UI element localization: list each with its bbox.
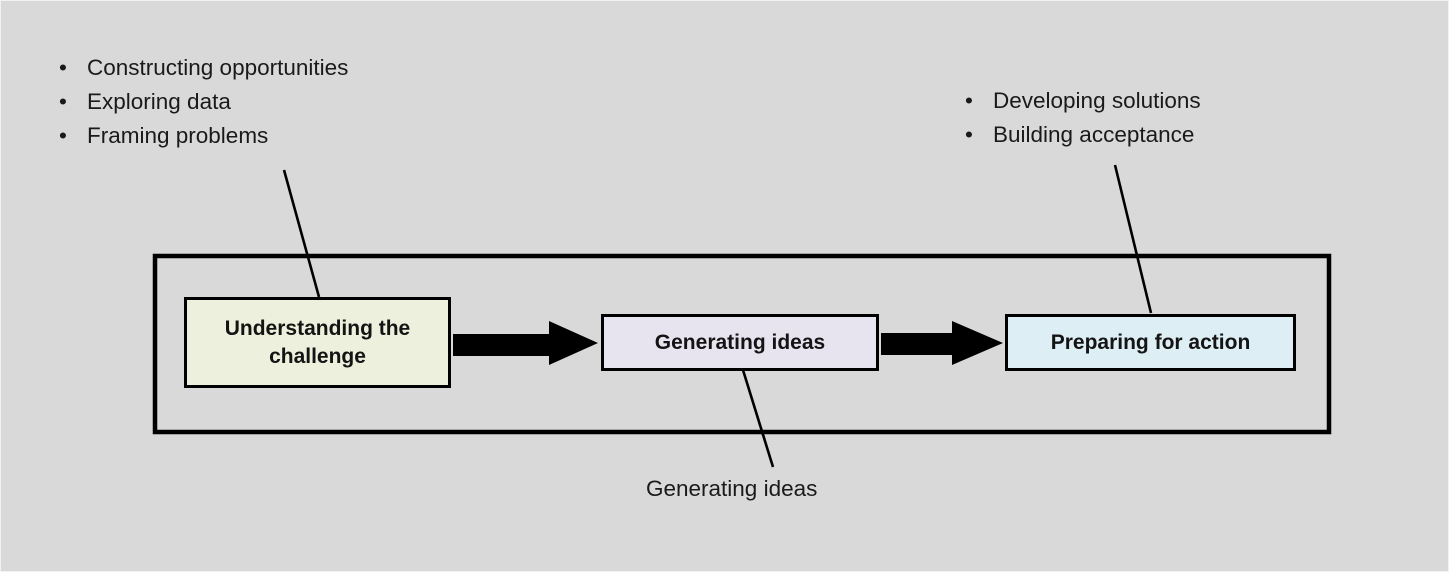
process-box-generating[interactable]: Generating ideas <box>601 314 879 371</box>
process-box-understanding[interactable]: Understanding the challenge <box>184 297 451 388</box>
leader-line-right <box>1113 164 1153 314</box>
arrow-generating-to-preparing <box>881 321 1003 365</box>
list-item-label: Framing problems <box>87 123 269 148</box>
bullet-icon: • <box>59 89 67 114</box>
callout-list-right: • Developing solutions • Building accept… <box>949 84 1201 152</box>
process-box-label: Understanding the challenge <box>224 316 411 368</box>
leader-line-bottom <box>741 369 775 468</box>
bullet-icon: • <box>59 55 67 80</box>
process-box-preparing[interactable]: Preparing for action <box>1005 314 1296 371</box>
list-item: • Building acceptance <box>949 118 1201 152</box>
list-item: • Developing solutions <box>949 84 1201 118</box>
callout-list-left: • Constructing opportunities • Exploring… <box>43 51 348 153</box>
leader-line-left <box>282 169 321 298</box>
bullet-icon: • <box>965 88 973 113</box>
bullet-icon: • <box>965 122 973 147</box>
list-item: • Framing problems <box>43 119 348 153</box>
bullet-icon: • <box>59 123 67 148</box>
arrow-1-shape <box>453 321 598 365</box>
list-item: • Constructing opportunities <box>43 51 348 85</box>
arrow-2-shape <box>881 321 1003 365</box>
list-item-label: Exploring data <box>87 89 231 114</box>
process-box-label: Generating ideas <box>654 330 826 354</box>
callout-caption-bottom: Generating ideas <box>646 476 818 501</box>
list-item-label: Developing solutions <box>993 88 1201 113</box>
list-item: • Exploring data <box>43 85 348 119</box>
arrow-understanding-to-generating <box>453 321 598 365</box>
list-item-label: Building acceptance <box>993 122 1195 147</box>
list-item-label: Constructing opportunities <box>87 55 349 80</box>
process-box-label: Preparing for action <box>1050 330 1251 354</box>
